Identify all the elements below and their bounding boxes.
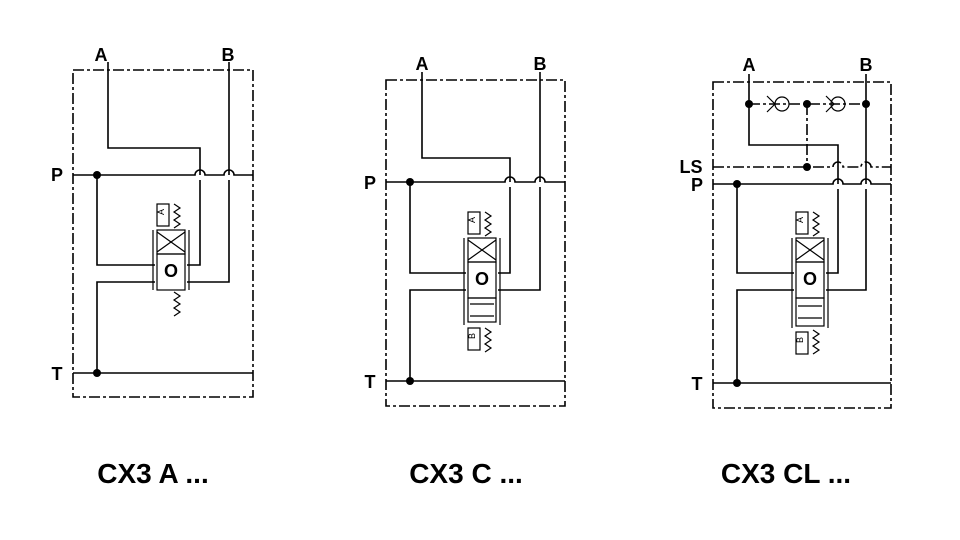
port-p-label: P <box>364 173 376 193</box>
diagram-cx3-cl: O A B A B LS P T CX3 CL ... <box>679 55 892 489</box>
valve-envelope <box>385 79 566 407</box>
port-b-label: B <box>860 55 873 75</box>
spool-position-label: O <box>164 261 178 281</box>
port-a-label: A <box>95 45 108 65</box>
port-a-label: A <box>743 55 756 75</box>
port-t-label: T <box>52 364 63 384</box>
check-valve <box>766 95 790 113</box>
diagram-caption: CX3 C ... <box>409 458 523 489</box>
port-t-label: T <box>365 372 376 392</box>
port-a-line <box>107 62 201 175</box>
diagram-caption: CX3 CL ... <box>721 458 851 489</box>
junction-dot <box>406 178 414 186</box>
junction-dot <box>406 377 414 385</box>
solenoid-a-label: A <box>156 209 166 215</box>
port-b-label: B <box>534 54 547 74</box>
spool-valve: O A <box>152 203 190 317</box>
port-a-line <box>421 72 511 182</box>
port-a-line <box>748 74 839 184</box>
p-gallery-line <box>73 169 253 176</box>
diagram-caption: CX3 A ... <box>97 458 209 489</box>
solenoid-b-label: B <box>467 333 477 339</box>
diagram-cx3-a: O A A B P T CX3 A ... <box>51 45 254 489</box>
check-valve <box>825 95 846 113</box>
p-gallery-line <box>386 176 565 183</box>
spool-valve: O A B <box>791 211 829 355</box>
spool-position-label: O <box>803 269 817 289</box>
valve-envelope <box>72 69 254 398</box>
junction-dot <box>733 379 741 387</box>
solenoid-b-label: B <box>795 337 805 343</box>
junction-dot <box>93 171 101 179</box>
port-ls-label: LS <box>679 157 702 177</box>
valve-envelope <box>712 81 892 409</box>
port-p-label: P <box>691 175 703 195</box>
spool-valve: O A B <box>463 211 501 353</box>
port-a-label: A <box>416 54 429 74</box>
port-t-label: T <box>692 374 703 394</box>
spool-position-label: O <box>475 269 489 289</box>
diagram-cx3-c: O A B A B P T CX3 C ... <box>364 54 566 489</box>
ls-line <box>713 161 891 168</box>
solenoid-a-label: A <box>795 217 805 223</box>
port-b-label: B <box>222 45 235 65</box>
junction-dot <box>93 369 101 377</box>
junction-dot <box>733 180 741 188</box>
port-p-label: P <box>51 165 63 185</box>
solenoid-a-label: A <box>467 217 477 223</box>
p-gallery-line <box>713 178 891 185</box>
